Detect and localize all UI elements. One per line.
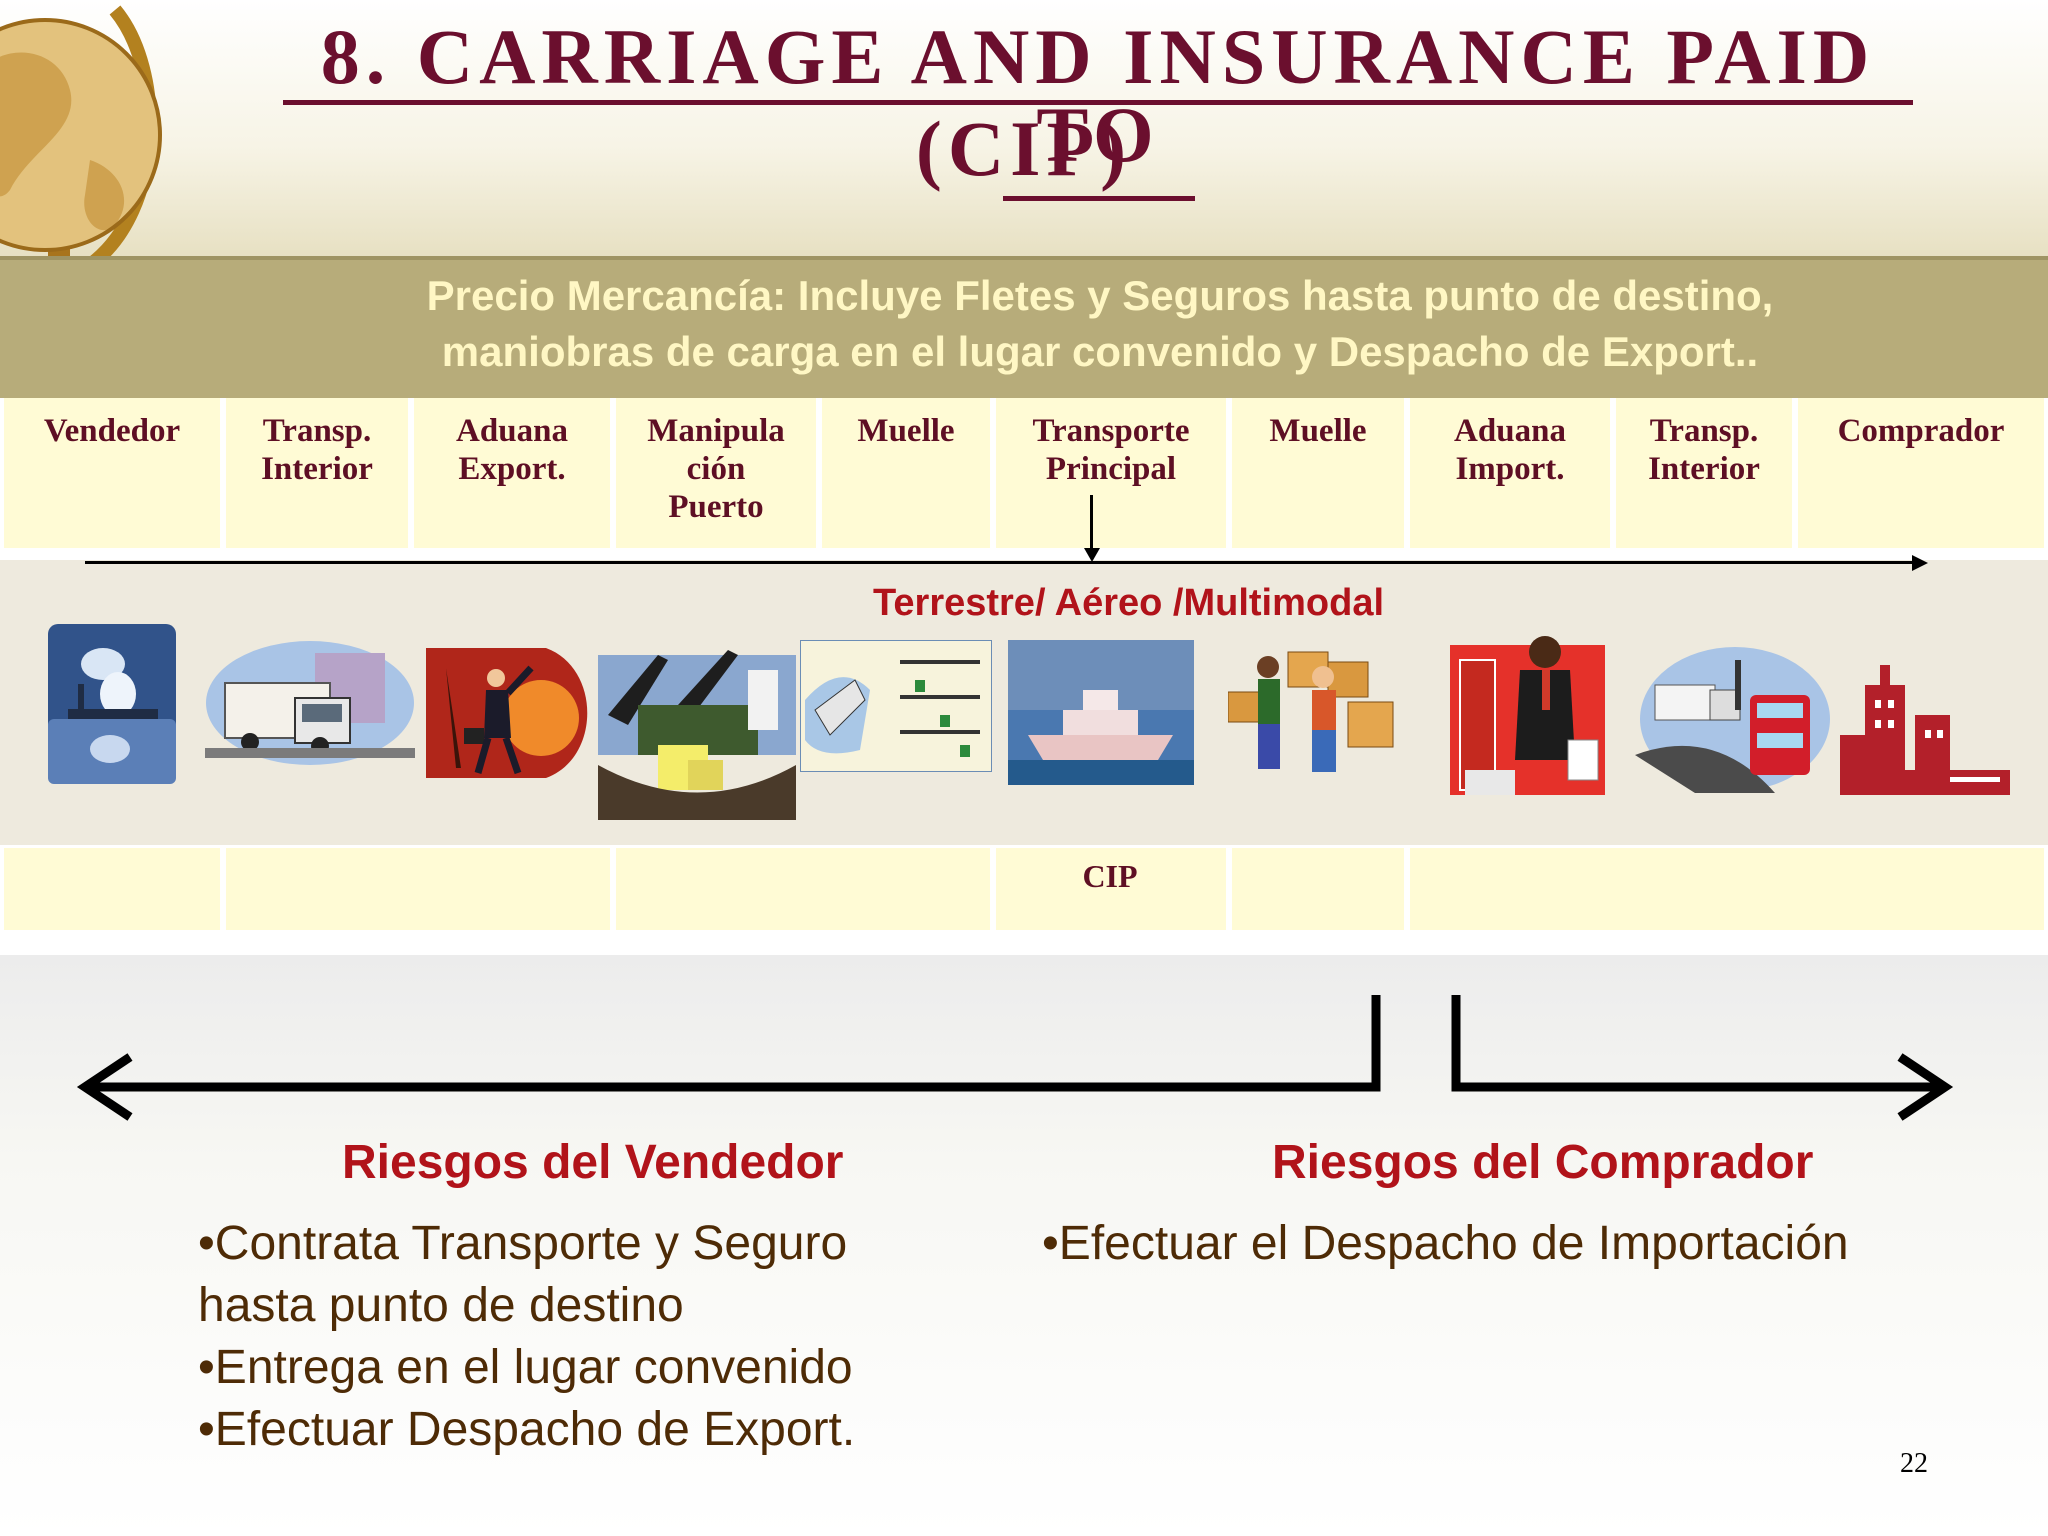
stage-label: Aduana bbox=[1454, 413, 1566, 449]
port-crane-icon bbox=[598, 650, 796, 820]
stage-label: Muelle bbox=[857, 413, 955, 449]
slide-title-line1: 8. CARRIAGE AND INSURANCE PAID TO bbox=[320, 13, 1876, 178]
seller-risks-title: Riesgos del Vendedor bbox=[342, 1136, 844, 1189]
stage-comprador: Comprador bbox=[1798, 398, 2044, 548]
stage-label: Aduana bbox=[456, 413, 568, 449]
stage-aduana-export: Aduana Export. bbox=[414, 398, 610, 548]
header-band bbox=[0, 0, 2048, 265]
harbor-map-icon bbox=[800, 640, 992, 772]
truck-icon bbox=[205, 641, 415, 765]
cip-label: CIP bbox=[1082, 858, 1138, 894]
main-transport-pointer bbox=[1090, 495, 1093, 551]
incoterm-cell bbox=[226, 848, 610, 930]
stage-label: ción bbox=[686, 451, 746, 487]
flow-arrow-head bbox=[1912, 555, 1928, 571]
main-transport-pointer-head bbox=[1084, 548, 1100, 562]
slide-title-line2: (CIP) bbox=[915, 105, 1133, 192]
stage-label: Vendedor bbox=[43, 413, 181, 449]
stage-label: Transporte bbox=[1032, 413, 1190, 449]
risk-section bbox=[0, 955, 2048, 1536]
stage-vendedor: Vendedor bbox=[4, 398, 220, 548]
flow-arrow-line bbox=[85, 561, 1920, 564]
incoterm-cell bbox=[1232, 848, 1404, 930]
stage-label: Export. bbox=[458, 451, 566, 487]
seller-risk-item: hasta punto de destino bbox=[198, 1279, 684, 1332]
seller-risk-item: •Entrega en el lugar convenido bbox=[198, 1341, 853, 1394]
ship-icon bbox=[1008, 640, 1194, 785]
stage-transp-interior-destino: Transp. Interior bbox=[1616, 398, 1792, 548]
price-line2: maniobras de carga en el lugar convenido… bbox=[441, 328, 1759, 375]
stage-label: Manipula bbox=[647, 413, 785, 449]
incoterm-cell bbox=[1410, 848, 2044, 930]
stage-transp-interior: Transp. Interior bbox=[226, 398, 408, 548]
price-line1: Precio Mercancía: Incluye Fletes y Segur… bbox=[426, 272, 1774, 319]
stage-label: Import. bbox=[1455, 451, 1565, 487]
page-number: 22 bbox=[1900, 1448, 1928, 1479]
stage-row: Vendedor Transp. Interior Aduana Export.… bbox=[0, 398, 2048, 553]
stage-muelle-destino: Muelle bbox=[1232, 398, 1404, 548]
stage-muelle-origen: Muelle bbox=[822, 398, 990, 548]
risk-transfer-arrows bbox=[76, 995, 1954, 1121]
stage-label: Principal bbox=[1045, 451, 1177, 487]
businessman-icon bbox=[426, 648, 588, 778]
buildings-icon bbox=[1840, 665, 2010, 795]
title-underline-2 bbox=[1003, 196, 1195, 201]
factory-icon bbox=[48, 624, 176, 784]
stage-label: Interior bbox=[1648, 451, 1760, 487]
incoterm-row bbox=[0, 848, 2048, 938]
buyer-risks-title: Riesgos del Comprador bbox=[1272, 1136, 1814, 1189]
stage-label: Transp. bbox=[262, 413, 372, 449]
incoterm-cell bbox=[996, 848, 1226, 930]
seller-risk-item: •Efectuar Despacho de Export. bbox=[198, 1403, 856, 1456]
seller-risk-item: •Contrata Transporte y Seguro bbox=[198, 1217, 848, 1270]
stage-label: Transp. bbox=[1649, 413, 1759, 449]
price-description: Precio Mercancía: Incluye Fletes y Segur… bbox=[300, 268, 1900, 380]
stage-aduana-import: Aduana Import. bbox=[1410, 398, 1610, 548]
transport-mode-label: Terrestre/ Aéreo /Multimodal bbox=[873, 582, 1385, 624]
stage-transporte-principal: Transporte Principal bbox=[996, 398, 1226, 548]
stage-label: Muelle bbox=[1269, 413, 1367, 449]
stage-label: Interior bbox=[261, 451, 373, 487]
seller-risks-list: •Contrata Transporte y Seguro hasta punt… bbox=[198, 1213, 855, 1461]
stage-label: Puerto bbox=[668, 489, 764, 525]
title-underline bbox=[283, 100, 1913, 105]
customs-officer-icon bbox=[1450, 636, 1605, 795]
buyer-risks-list: •Efectuar el Despacho de Importación bbox=[1042, 1213, 1849, 1275]
incoterm-cell bbox=[616, 848, 990, 930]
stage-label: Comprador bbox=[1837, 413, 2005, 449]
stage-manipulacion-puerto: Manipula ción Puerto bbox=[616, 398, 816, 548]
buyer-risk-item: •Efectuar el Despacho de Importación bbox=[1042, 1217, 1849, 1270]
city-traffic-icon bbox=[1635, 647, 1830, 793]
workers-boxes-icon bbox=[1228, 651, 1394, 772]
price-band bbox=[0, 256, 2048, 402]
incoterm-cell bbox=[4, 848, 220, 930]
